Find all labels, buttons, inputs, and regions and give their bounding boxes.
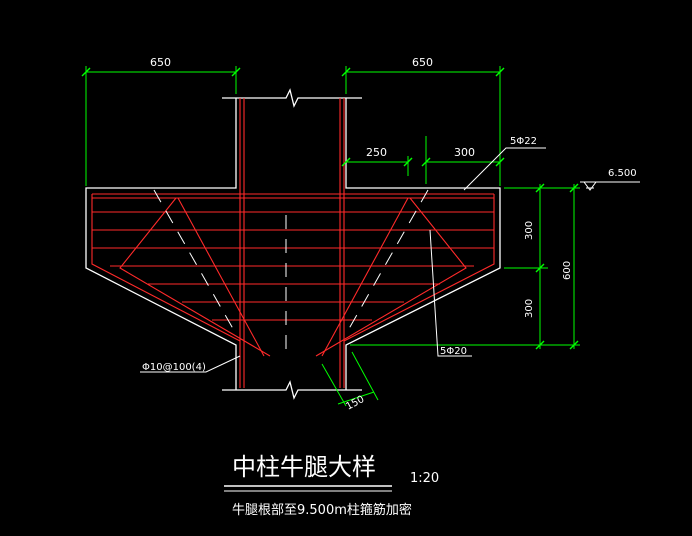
dash-diagonal-left (153, 189, 237, 335)
dimension-lines (85, 66, 580, 407)
dim-top-right-label: 650 (412, 56, 433, 69)
diagonal-bar-left (119, 197, 271, 357)
label-top-bars: 5Φ22 (510, 136, 537, 147)
column-break-line-top (222, 88, 362, 108)
column-break-line-bottom (222, 380, 362, 400)
diagonal-bar-left-2 (177, 197, 265, 357)
drawing-note: 牛腿根部至9.500m柱箍筋加密 (232, 502, 412, 518)
drawing-scale: 1:20 (410, 471, 439, 486)
dim-diag-ext-a (321, 363, 347, 407)
dim-300-top-label: 300 (454, 146, 475, 159)
dim-height-total-label: 600 (562, 261, 573, 280)
dim-height-lower-label: 300 (524, 299, 535, 318)
diagonal-bar-right (315, 197, 467, 357)
dashed-marks (153, 189, 429, 350)
drawing-title: 中柱牛腿大样 (232, 453, 376, 481)
dim-diag-150-line (337, 391, 375, 405)
left-side-closed-bar (91, 194, 241, 342)
outline-right-column-face (345, 98, 501, 390)
leader-diagonal-bars (429, 229, 472, 357)
elevation-triangle (583, 181, 597, 191)
leader-stirrups (140, 355, 241, 373)
leader-lines (140, 147, 640, 373)
dim-diag-ext-b (351, 351, 379, 401)
dash-diagonal-right (345, 189, 429, 335)
dim-height-upper-label: 300 (524, 221, 535, 240)
leader-top-bars (463, 147, 546, 191)
outline-left-column-face (85, 98, 237, 390)
diagonal-bar-right-2 (321, 197, 409, 357)
elevation-label: 6.500 (608, 168, 637, 179)
dim-diag-150-label: 150 (344, 394, 366, 413)
label-diagonal-bars: 5Φ20 (440, 346, 467, 357)
dim-top-left-label: 650 (150, 56, 171, 69)
right-side-closed-bar (343, 194, 495, 342)
rebar-group (91, 98, 495, 388)
label-stirrups: Φ10@100(4) (142, 362, 206, 373)
corbel-outline (85, 88, 501, 400)
dim-250-label: 250 (366, 146, 387, 159)
dimension-ticks (81, 67, 579, 350)
